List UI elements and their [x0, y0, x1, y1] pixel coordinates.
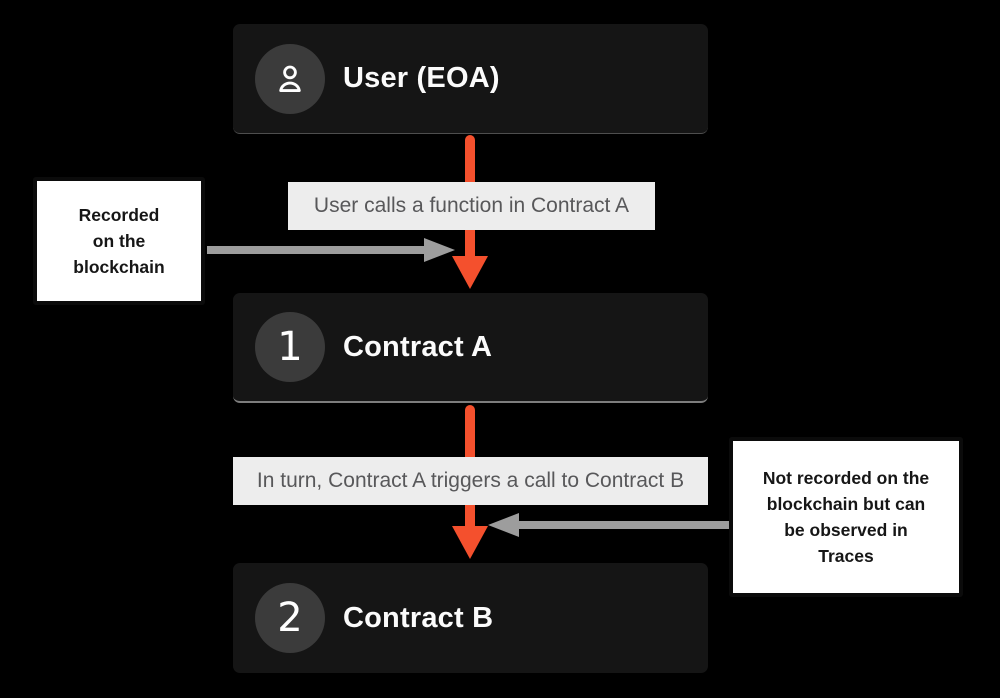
- note-line: blockchain: [73, 257, 165, 278]
- note-not-recorded-traces: Not recorded on the blockchain but can b…: [729, 437, 963, 597]
- note-line: Recorded: [78, 204, 160, 225]
- note-recorded-on-blockchain: Recorded on the blockchain: [33, 177, 205, 305]
- node-contract-b-label: Contract B: [343, 601, 494, 634]
- edge-label-contract-a-triggers: In turn, Contract A triggers a call to C…: [233, 457, 708, 505]
- node-user-eoa: User (EOA): [233, 24, 708, 134]
- node-contract-b: 2 Contract B: [233, 563, 708, 673]
- contract-b-number: 2: [277, 595, 303, 641]
- contract-b-badge: 2: [255, 583, 325, 653]
- note-line: Not recorded on the: [762, 467, 930, 488]
- node-user-label: User (EOA): [343, 62, 500, 94]
- pointer-arrow-recorded-note: [207, 238, 455, 262]
- contract-a-badge: 1: [255, 312, 325, 382]
- note-line: be observed in: [784, 520, 908, 540]
- user-icon: [279, 65, 301, 92]
- contract-a-number: 1: [277, 324, 303, 370]
- user-badge: [255, 43, 325, 114]
- note-line: Traces: [818, 546, 874, 567]
- node-contract-a-label: Contract A: [343, 330, 493, 363]
- pointer-arrow-not-recorded-note: [488, 513, 736, 537]
- edge-label-user-calls: User calls a function in Contract A: [288, 182, 655, 230]
- note-line: blockchain but can: [766, 493, 926, 514]
- note-line: on the: [92, 230, 146, 251]
- node-contract-a: 1 Contract A: [233, 293, 708, 403]
